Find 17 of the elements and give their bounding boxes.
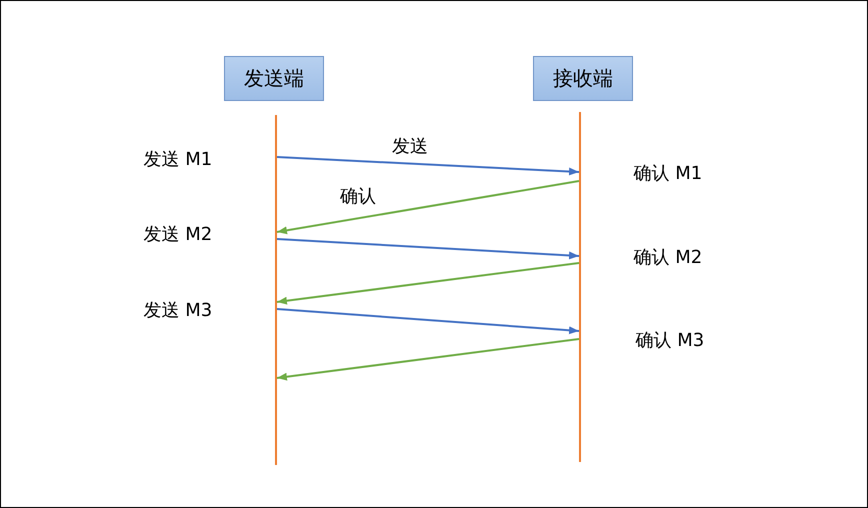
- step-label: 发送 M1: [144, 148, 212, 171]
- step-label: 确认 M3: [636, 329, 704, 352]
- arrow: [276, 262, 580, 305]
- arrow: [276, 156, 580, 176]
- step-label: 确认 M2: [634, 246, 702, 269]
- step-label: 发送 M2: [144, 223, 212, 246]
- arrow: [276, 238, 580, 260]
- step-label: 确认 M1: [634, 162, 702, 185]
- lifeline: [275, 115, 277, 465]
- participant-box: 接收端: [533, 56, 633, 101]
- arrow: [276, 338, 580, 381]
- participant-box: 发送端: [224, 56, 324, 101]
- edge-label: 确认: [338, 184, 378, 208]
- arrow: [276, 180, 580, 234]
- lifeline: [579, 112, 581, 462]
- arrow: [276, 308, 580, 334]
- step-label: 发送 M3: [144, 299, 212, 322]
